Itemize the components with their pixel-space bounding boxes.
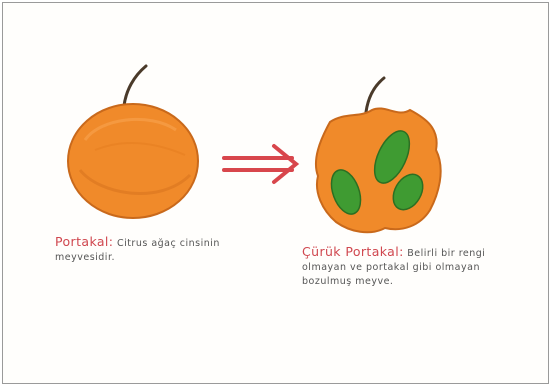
fresh-orange-caption: Portakal: Citrus ağaç cinsinin meyvesidi… xyxy=(55,235,270,265)
fresh-orange-term: Portakal: xyxy=(55,234,113,249)
transform-arrow xyxy=(224,146,296,182)
fresh-orange xyxy=(68,66,198,218)
rotten-orange-stem xyxy=(366,78,384,112)
rotten-orange-term: Çürük Portakal: xyxy=(302,244,404,259)
fresh-orange-stem xyxy=(124,66,146,106)
rotten-orange-caption: Çürük Portakal: Belirli bir rengi olmaya… xyxy=(302,245,527,289)
fresh-orange-body xyxy=(68,104,198,218)
rotten-orange xyxy=(316,78,441,232)
